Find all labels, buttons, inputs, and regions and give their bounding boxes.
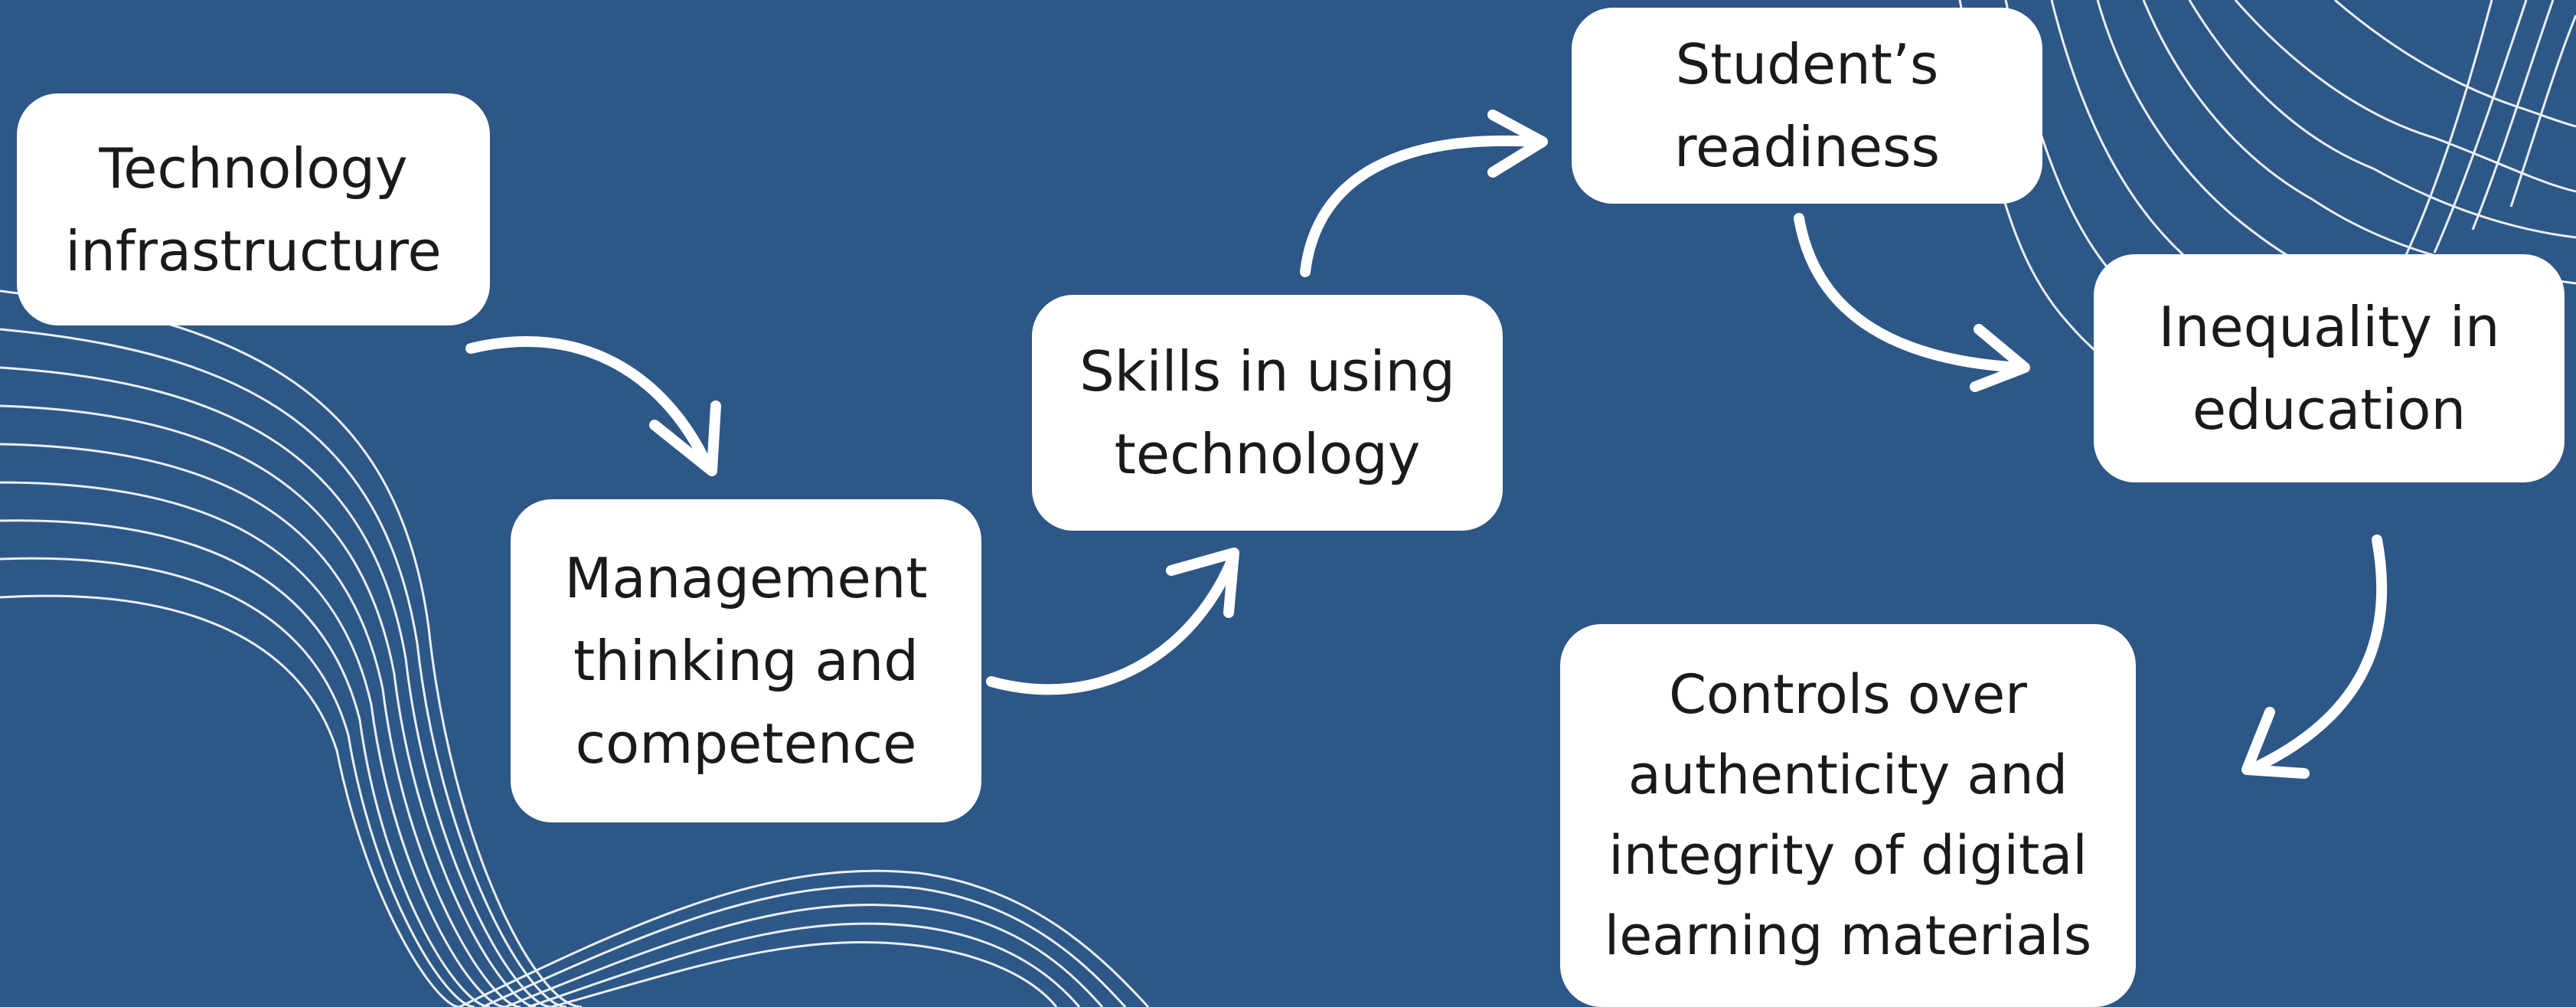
node-line: Inequality in	[2158, 295, 2500, 359]
node-line: Controls over	[1669, 663, 2027, 726]
node-skills-using-technology: Skills in using technology	[1032, 295, 1503, 531]
arrow-management-to-skills	[986, 548, 1239, 695]
node-line: thinking and	[573, 629, 919, 693]
node-line: competence	[575, 711, 917, 776]
left-wave-lines	[0, 289, 1150, 1007]
node-technology-infrastructure: Technology infrastructure	[17, 93, 490, 325]
node-line: Student’s	[1675, 32, 1939, 96]
node-line: education	[2192, 378, 2467, 442]
arrow-inequality-to-controls	[2241, 535, 2388, 779]
node-controls-authenticity: Controls over authenticity and integrity…	[1560, 624, 2136, 1007]
node-line: technology	[1114, 422, 1421, 486]
node-line: Technology	[99, 136, 408, 201]
node-line: Skills in using	[1079, 339, 1455, 404]
node-line: readiness	[1673, 115, 1941, 179]
node-line: integrity of digital	[1608, 824, 2088, 887]
node-management-thinking: Management thinking and competence	[511, 499, 981, 822]
node-line: Management	[564, 546, 928, 610]
arrow-skills-to-readiness	[1300, 110, 1548, 277]
node-student-readiness: Student’s readiness	[1572, 8, 2042, 204]
node-line: learning materials	[1604, 904, 2092, 967]
node-line: infrastructure	[65, 218, 442, 283]
node-line: authenticity and	[1628, 744, 2068, 806]
node-inequality-education: Inequality in education	[2094, 254, 2565, 482]
arrow-readiness-to-inequality	[1794, 213, 2030, 392]
arrow-infrastructure-to-management	[465, 336, 721, 476]
